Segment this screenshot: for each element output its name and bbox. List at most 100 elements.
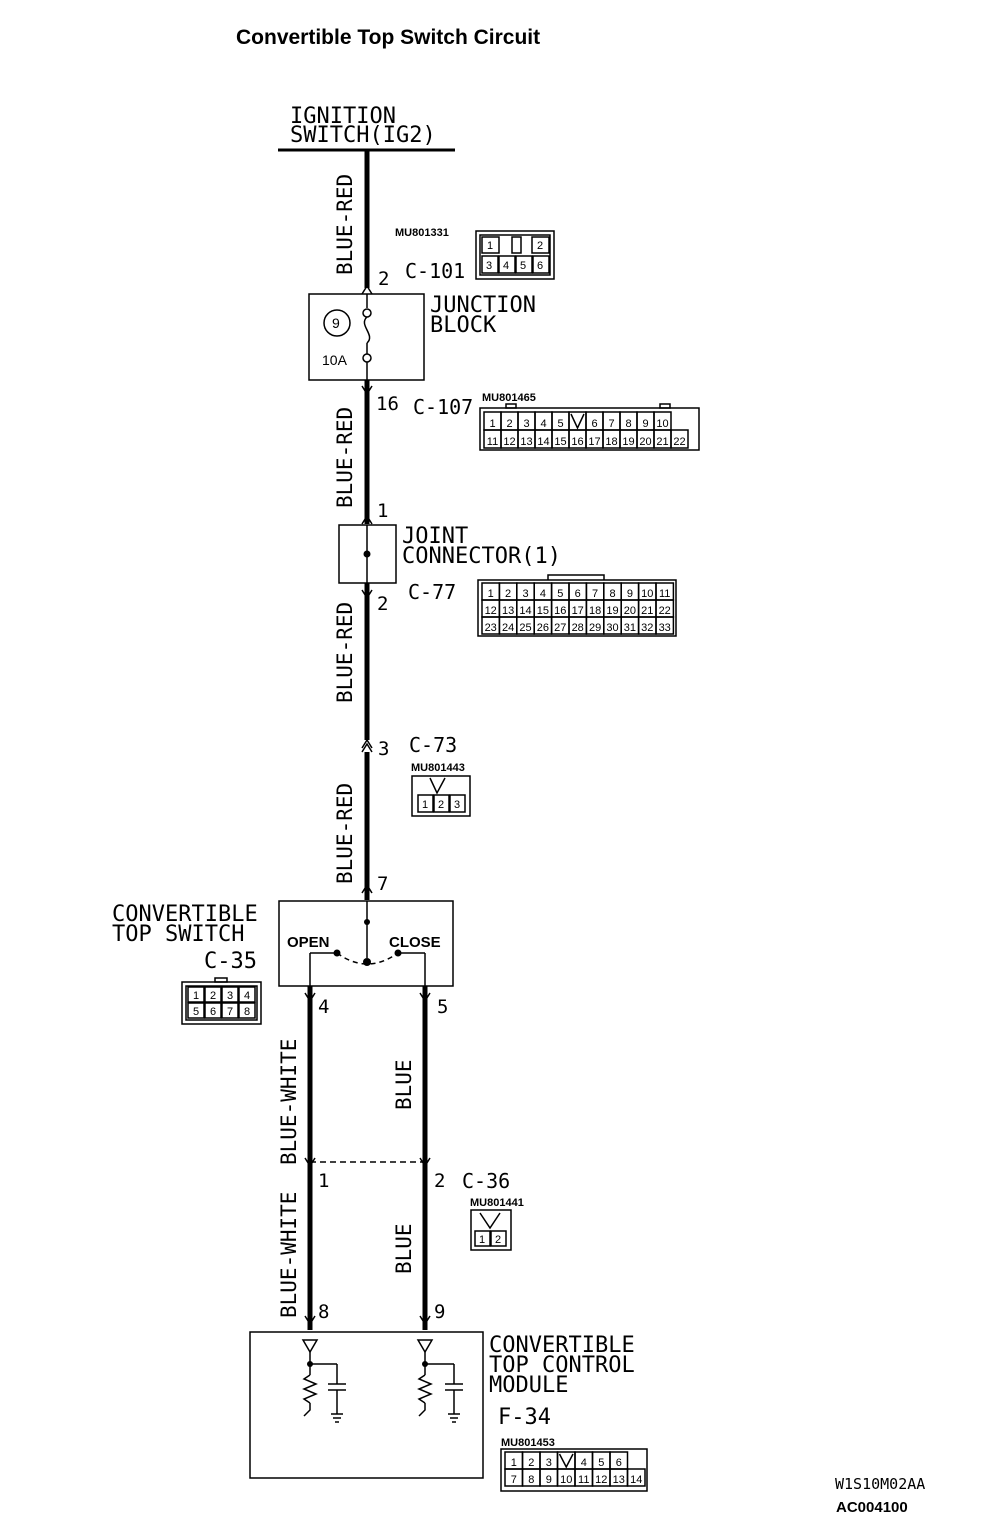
ground-icon-right-res xyxy=(418,1403,426,1417)
connector-c35-face: 1 2 3 4 5 6 7 8 xyxy=(181,977,262,1025)
c77-cell: 2 xyxy=(505,588,511,600)
fuse-rating: 10A xyxy=(322,352,348,368)
switch-label-1: CONVERTIBLE xyxy=(112,902,258,927)
f34-cell: 3 xyxy=(546,1457,552,1469)
c73-cell-1: 1 xyxy=(422,799,428,811)
c107-cell: 11 xyxy=(487,436,498,448)
wire-label-6: BLUE xyxy=(392,1059,416,1110)
f34-cell: 13 xyxy=(613,1474,625,1486)
c107-pin-label: 16 xyxy=(376,393,399,415)
c107-cell: 17 xyxy=(588,436,600,448)
c107-cell: 22 xyxy=(673,436,685,448)
connector-c107-mark: 16 C-107 MU801465 xyxy=(361,385,536,419)
input-circuit-left xyxy=(301,1339,346,1423)
c107-outline xyxy=(479,407,700,451)
c107-cell-box xyxy=(670,429,689,449)
c101-id-label: C-101 xyxy=(405,259,465,283)
c107-cell: 3 xyxy=(523,418,529,430)
junction-block-label-1: JUNCTION xyxy=(430,293,536,318)
c107-cell: 7 xyxy=(608,418,614,430)
f34-key-slot xyxy=(558,1453,574,1469)
c77-cell: 8 xyxy=(609,588,615,600)
c101-cell-3: 3 xyxy=(486,260,492,272)
c101-part-number: MU801331 xyxy=(395,227,449,239)
f34-cell: 4 xyxy=(581,1457,587,1469)
c36-pin-right: 2 xyxy=(434,1170,445,1192)
connector-c36-mark: 1 2 C-36 MU801441 1 2 xyxy=(304,1157,524,1251)
ground-icon-left-res xyxy=(303,1403,311,1417)
module-label-2: TOP CONTROL xyxy=(489,1353,635,1378)
f34-cell: 12 xyxy=(595,1474,607,1486)
c77-cell: 12 xyxy=(485,605,497,617)
c77-cell: 18 xyxy=(589,605,601,617)
c77-cell: 16 xyxy=(554,605,566,617)
c35-cell-6: 6 xyxy=(210,1006,216,1018)
c35-cell-3: 3 xyxy=(227,990,233,1002)
c107-cell: 1 xyxy=(489,418,495,430)
c36-pin-left: 1 xyxy=(318,1170,329,1192)
f34-outline xyxy=(500,1448,648,1492)
c107-cell: 19 xyxy=(622,436,634,448)
joint-dot xyxy=(363,550,371,558)
switch-label-2: TOP SWITCH xyxy=(112,922,244,947)
wire-label-2: BLUE-RED xyxy=(333,407,357,508)
f34-cell: 8 xyxy=(528,1474,534,1486)
c77-cell: 26 xyxy=(537,622,549,634)
c77-cell-box xyxy=(655,616,675,635)
c35-cell-8: 8 xyxy=(244,1006,250,1018)
c77-cell: 25 xyxy=(519,622,531,634)
f34-cell: 14 xyxy=(630,1474,642,1486)
c107-cell: 9 xyxy=(642,418,648,430)
convertible-top-switch: CONVERTIBLE TOP SWITCH C-35 OPEN CLOSE xyxy=(112,900,454,987)
c35-cell-7: 7 xyxy=(227,1006,233,1018)
fuse-number: 9 xyxy=(332,315,340,331)
c107-cell: 5 xyxy=(557,418,563,430)
c107-cell: 20 xyxy=(639,436,651,448)
c77-cell: 21 xyxy=(641,605,653,617)
c77-id-label: C-77 xyxy=(408,580,456,604)
jc-out-pin-label: 2 xyxy=(377,593,388,615)
f34-cell: 2 xyxy=(528,1457,534,1469)
c77-cell: 27 xyxy=(554,622,566,634)
wire-label-7: BLUE-WHITE xyxy=(277,1192,301,1318)
c77-cell: 22 xyxy=(659,605,671,617)
module-label-1: CONVERTIBLE xyxy=(489,1333,635,1358)
c77-cell: 28 xyxy=(572,622,584,634)
footer-code-1: W1S10M02AA xyxy=(835,1475,925,1493)
connector-c73-mark: 3 C-73 MU801443 1 2 3 xyxy=(361,733,471,817)
f34-cell: 5 xyxy=(598,1457,604,1469)
c77-cell: 13 xyxy=(502,605,514,617)
c101-cell-1: 1 xyxy=(487,240,493,252)
c77-cell: 10 xyxy=(641,588,653,600)
mod-pin-right: 9 xyxy=(434,1301,445,1323)
c77-cell: 5 xyxy=(557,588,563,600)
sw-close-pin-label: 5 xyxy=(437,996,448,1018)
convertible-top-control-module: CONVERTIBLE TOP CONTROL MODULE F-34 xyxy=(249,1331,635,1479)
c107-cell: 21 xyxy=(656,436,668,448)
junction-block: 9 10A JUNCTION BLOCK xyxy=(308,293,536,381)
c101-cell-5: 5 xyxy=(520,260,526,272)
c107-cell: 6 xyxy=(591,418,597,430)
c77-cell: 30 xyxy=(606,622,618,634)
c107-cell: 14 xyxy=(537,436,549,448)
resistor-icon-left xyxy=(302,1374,318,1404)
c77-cell: 23 xyxy=(485,622,497,634)
connector-c101-face: 1 2 3 4 5 6 xyxy=(475,230,555,280)
c77-cell: 9 xyxy=(627,588,633,600)
ignition-label-line2: SWITCH(IG2) xyxy=(290,123,436,148)
c107-tab-left xyxy=(505,403,517,409)
c101-pin-label: 2 xyxy=(378,268,389,290)
c107-cell: 8 xyxy=(625,418,631,430)
sw-in-pin-label: 7 xyxy=(377,873,388,895)
c107-cell: 12 xyxy=(503,436,515,448)
c77-cell: 7 xyxy=(592,588,598,600)
module-label-3: MODULE xyxy=(489,1373,568,1398)
c36-cell-1: 1 xyxy=(479,1234,485,1246)
f34-part-number: MU801453 xyxy=(501,1437,555,1449)
c73-part-number: MU801443 xyxy=(411,762,465,774)
connector-f34-mark: MU801453 xyxy=(501,1437,555,1449)
c77-cell: 31 xyxy=(624,622,636,634)
switch-connector-label: C-35 xyxy=(204,949,257,974)
c77-cell: 4 xyxy=(540,588,546,600)
